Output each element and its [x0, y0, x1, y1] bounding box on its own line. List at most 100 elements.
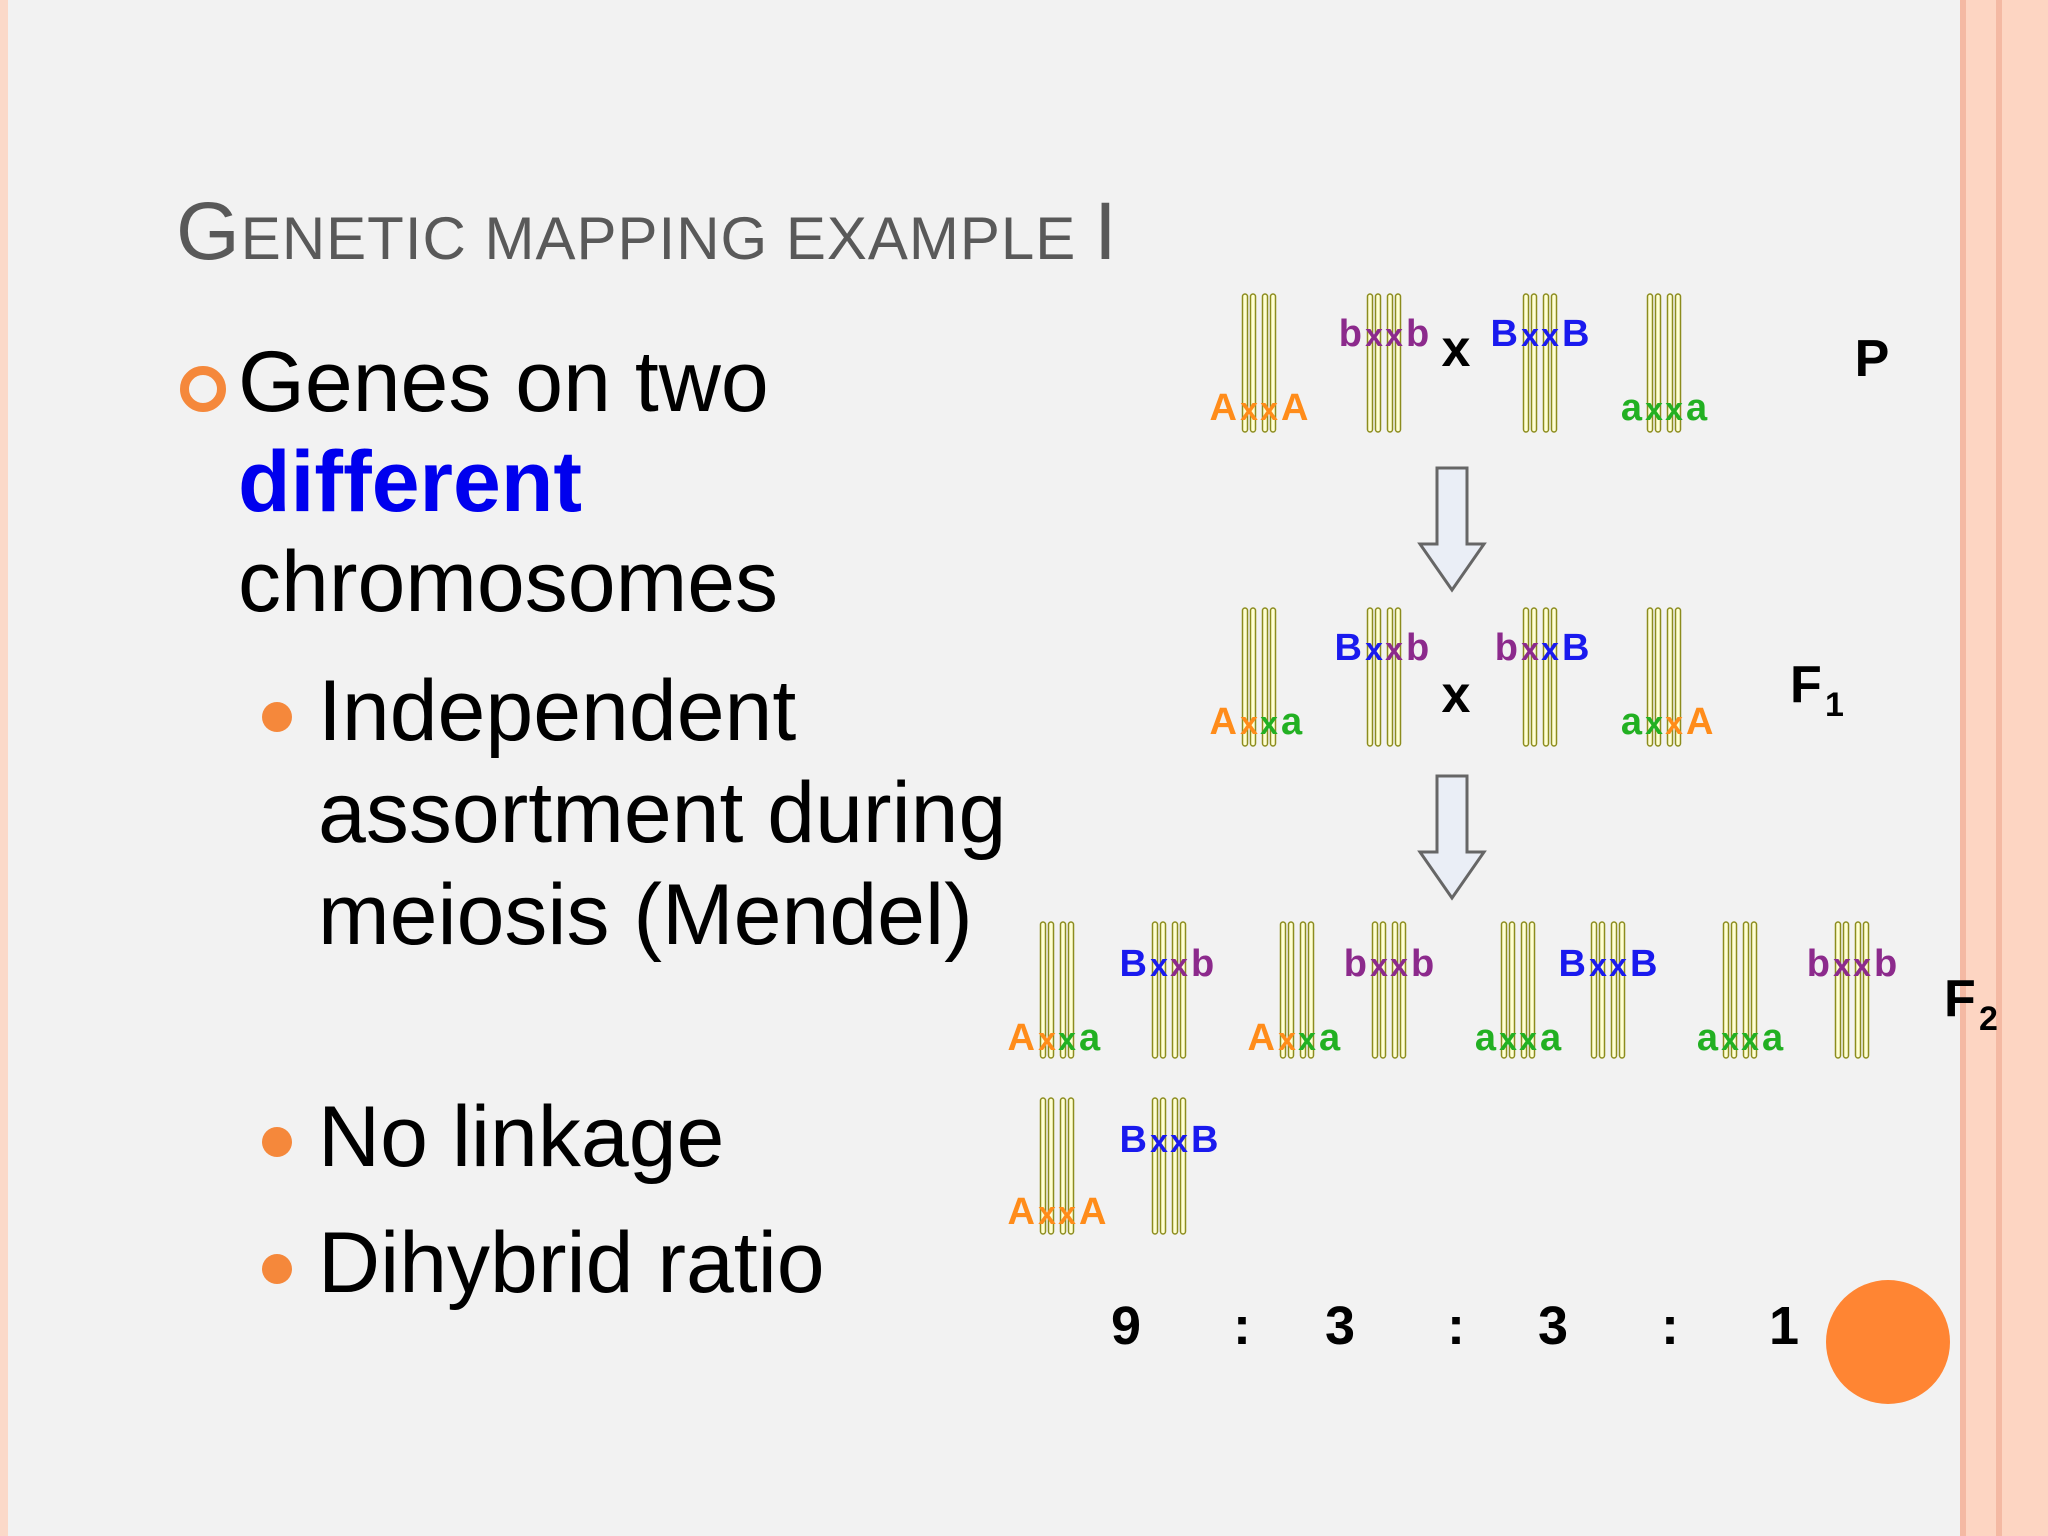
centromere-marker: x: [1390, 947, 1408, 983]
centromere-marker: x: [1058, 1021, 1076, 1057]
edge-panel: [1966, 0, 2048, 1536]
chromosome-rod: [1666, 607, 1674, 747]
ratio-separator: :: [1661, 1296, 1679, 1356]
chromosome-rod: [1654, 293, 1662, 433]
chromosome-rod: [1047, 921, 1055, 1059]
centromere-marker: x: [1385, 317, 1403, 353]
edge-stripe-left: [1960, 0, 1966, 1536]
allele-label: b: [1411, 943, 1434, 985]
chromosome-rod: [1261, 607, 1269, 747]
allele-label: B: [1491, 313, 1518, 355]
chromosome-rod: [1530, 607, 1538, 747]
allele-label: b: [1406, 627, 1429, 669]
sub-bullet-independent-assortment: Independent assortment during meiosis (M…: [318, 663, 1007, 963]
allele-label: A: [1248, 1017, 1275, 1059]
allele-label: B: [1120, 1119, 1147, 1161]
sub-bullet-dot-icon: [262, 1127, 292, 1157]
allele-label: b: [1339, 313, 1362, 355]
chromosome-rod: [1522, 293, 1530, 433]
allele-label: a: [1319, 1017, 1341, 1059]
centromere-marker: x: [1260, 391, 1278, 427]
chromosome-rod: [1654, 607, 1662, 747]
centromere-marker: x: [1499, 1021, 1517, 1057]
centromere-marker: x: [1665, 391, 1683, 427]
chromosome-rod: [1241, 293, 1249, 433]
chromosome-rod: [1520, 921, 1528, 1059]
generation-label-f1: F: [1790, 656, 1822, 714]
allele-label: B: [1335, 627, 1362, 669]
allele-label: A: [1210, 387, 1237, 429]
chromosome-rod: [1542, 607, 1550, 747]
ratio-value: 3: [1538, 1296, 1568, 1356]
centromere-marker: x: [1609, 947, 1627, 983]
chromosome-rod: [1530, 293, 1538, 433]
centromere-marker: x: [1833, 947, 1851, 983]
chromosome-rod: [1742, 921, 1750, 1059]
chromosome-rod: [1610, 921, 1618, 1059]
centromere-marker: x: [1741, 1021, 1759, 1057]
cross-symbol: x: [1442, 666, 1471, 724]
chromosome-rod: [1674, 293, 1682, 433]
allele-label: A: [1008, 1191, 1035, 1233]
centromere-marker: x: [1260, 705, 1278, 741]
sub-bullet-dot-icon: [262, 1254, 292, 1284]
main-bullet-line-1: Genes on two: [238, 334, 769, 430]
centromere-marker: x: [1541, 317, 1559, 353]
main-bullet-emphasis: different: [238, 434, 582, 530]
chromosome-rod: [1842, 921, 1850, 1059]
ratio-value: 1: [1769, 1296, 1799, 1356]
centromere-marker: x: [1150, 947, 1168, 983]
chromosome-rod: [1854, 921, 1862, 1059]
allele-label: b: [1874, 943, 1897, 985]
allele-label: a: [1281, 701, 1303, 743]
centromere-marker: x: [1058, 1195, 1076, 1231]
allele-label: a: [1621, 701, 1643, 743]
centromere-marker: x: [1385, 631, 1403, 667]
chromosome-rod: [1386, 607, 1394, 747]
chromosome-rod: [1171, 921, 1179, 1059]
chromosome-rod: [1542, 293, 1550, 433]
chromosome-rod: [1261, 293, 1269, 433]
allele-label: a: [1697, 1017, 1719, 1059]
edge-stripe-right: [1996, 0, 2002, 1536]
chromosome-rod: [1862, 921, 1870, 1059]
centromere-marker: x: [1365, 631, 1383, 667]
allele-label: b: [1807, 943, 1830, 985]
centromere-marker: x: [1521, 631, 1539, 667]
centromere-marker: x: [1038, 1195, 1056, 1231]
ratio-separator: :: [1233, 1296, 1251, 1356]
main-bullet-line-3: chromosomes: [238, 534, 779, 630]
chromosome-rod: [1179, 1097, 1187, 1235]
allele-label: A: [1281, 387, 1308, 429]
chromosome-rod: [1039, 1097, 1047, 1235]
chromosome-rod: [1394, 293, 1402, 433]
allele-label: a: [1621, 387, 1643, 429]
cross-symbol: x: [1442, 320, 1471, 378]
chromosome-rod: [1391, 921, 1399, 1059]
centromere-marker: x: [1038, 1021, 1056, 1057]
chromosome-rod: [1722, 921, 1730, 1059]
chromosome-rod: [1550, 607, 1558, 747]
centromere-marker: x: [1645, 391, 1663, 427]
allele-label: B: [1562, 627, 1589, 669]
allele-label: B: [1191, 1119, 1218, 1161]
chromosome-rod: [1528, 921, 1536, 1059]
chromosome-rod: [1159, 1097, 1167, 1235]
centromere-marker: x: [1665, 705, 1683, 741]
chromosome-rod: [1249, 607, 1257, 747]
centromere-marker: x: [1721, 1021, 1739, 1057]
allele-label: b: [1406, 313, 1429, 355]
down-arrow-icon: [1417, 466, 1487, 593]
